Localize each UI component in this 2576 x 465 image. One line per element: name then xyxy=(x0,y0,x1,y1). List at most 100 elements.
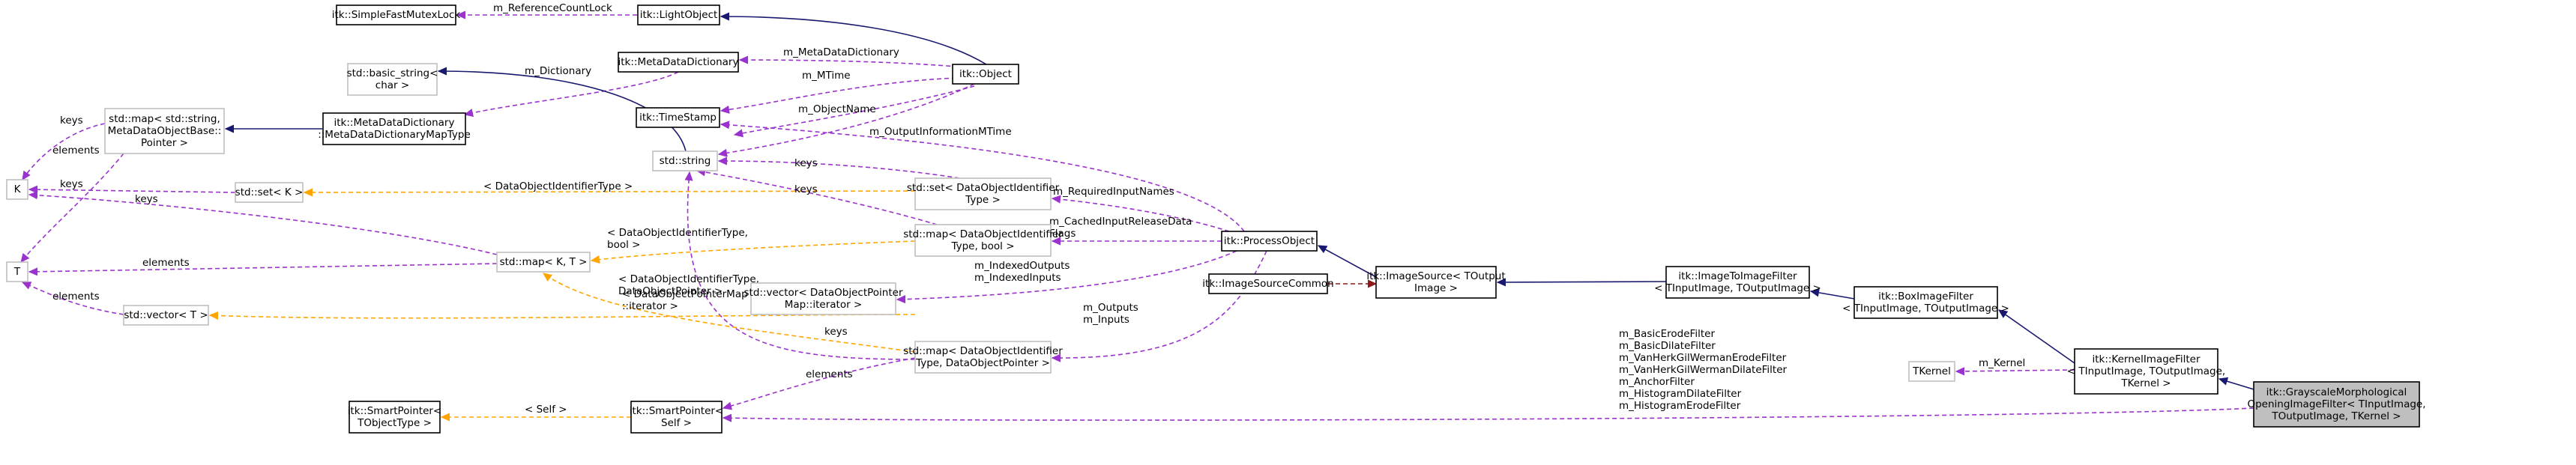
node-label: K xyxy=(14,183,22,195)
node-imagesourcecommon[interactable]: itk::ImageSourceCommon xyxy=(1202,273,1334,294)
node-label-line: itk::MetaDataDictionary xyxy=(618,56,739,68)
node-label-line: Image > xyxy=(1414,282,1458,294)
usage-edge xyxy=(29,195,498,255)
edge-label-line: keys xyxy=(135,193,158,205)
node-label-line: std::basic_string< xyxy=(347,67,438,79)
node-label-line: < TInputImage, TOutputImage > xyxy=(1654,282,1821,294)
edge-label-m-kernel: m_Kernel xyxy=(1979,357,2025,369)
inheritance-edge xyxy=(438,71,687,152)
node-label-line: itk::KernelImageFilter xyxy=(2092,353,2201,365)
node-box xyxy=(2074,348,2218,395)
edge-label-line: m_RequiredInputNames xyxy=(1053,186,1174,198)
node-metadatadictionary[interactable]: itk::MetaDataDictionary xyxy=(618,52,739,73)
edge-label-m-objectname: m_ObjectName xyxy=(798,103,876,115)
node-set-k: std::set< K > xyxy=(235,182,304,203)
node-smartpointer-self[interactable]: itk::SmartPointer<Self > xyxy=(630,401,723,434)
node-label: itk::SimpleFastMutexLock xyxy=(332,9,461,21)
inheritance-edge xyxy=(1318,245,1377,278)
node-label-line: itk::BoxImageFilter xyxy=(1878,291,1973,303)
node-box xyxy=(123,305,209,326)
edge-label-m-requiredinputnames: m_RequiredInputNames xyxy=(1053,186,1174,198)
node-imagetoimagefilter[interactable]: itk::ImageToImageFilter< TInputImage, TO… xyxy=(1654,266,1821,299)
node-k: K xyxy=(6,179,28,200)
node-tkernel: TKernel xyxy=(1908,361,1955,382)
usage-edge xyxy=(21,153,124,262)
node-label-line: std::map< std::string, xyxy=(109,113,220,125)
node-label-line: itk::TimeStamp xyxy=(639,112,717,124)
usage-edge xyxy=(465,71,679,115)
usage-edge xyxy=(721,77,957,111)
node-boximagefilter[interactable]: itk::BoxImageFilter< TInputImage, TOutpu… xyxy=(1842,286,2009,319)
edge-label-line: m_IndexedOutputs xyxy=(974,260,1070,272)
edge-label-line: m_Kernel xyxy=(1979,357,2025,369)
node-label-line: std::set< DataObjectIdentifier xyxy=(907,182,1060,194)
node-mdd-maptype[interactable]: itk::MetaDataDictionary::MetaDataDiction… xyxy=(318,112,471,145)
node-label-line: itk::SmartPointer< xyxy=(630,405,723,417)
edge-label-line: m_VanHerkGilWermanErodeFilter xyxy=(1619,352,1787,364)
node-label: itk::SmartPointer<Self > xyxy=(630,405,723,429)
edge-label-tpl-set-ident: < DataObjectIdentifierType > xyxy=(483,180,633,192)
edge-label-line: m_VanHerkGilWermanDilateFilter xyxy=(1619,364,1788,376)
node-kernelimagefilter[interactable]: itk::KernelImageFilter< TInputImage, TOu… xyxy=(2067,348,2225,395)
node-label-line: Type, bool > xyxy=(950,240,1014,252)
usage-edge xyxy=(735,85,975,135)
edge-label-line: elements xyxy=(142,257,190,269)
node-label-line: < TInputImage, TOutputImage, xyxy=(2067,365,2225,377)
node-simplefastmutexlock[interactable]: itk::SimpleFastMutexLock xyxy=(332,4,461,25)
edge-label-line: keys xyxy=(794,183,818,195)
edge-label-line: m_BasicErodeFilter xyxy=(1619,328,1715,340)
edge-label-line: ::iterator > xyxy=(622,300,678,312)
edge-label-line: keys xyxy=(794,157,818,169)
node-processobject[interactable]: itk::ProcessObject xyxy=(1221,231,1318,252)
node-label-line: TObjectType > xyxy=(357,417,432,429)
node-label-line: std::vector< T > xyxy=(124,309,208,321)
edge-label-line: m_IndexedInputs xyxy=(974,272,1061,284)
node-label-line: TKernel xyxy=(1912,365,1951,377)
node-label: std::set< K > xyxy=(235,186,304,198)
node-label: std::vector< T > xyxy=(124,309,208,321)
usage-edge xyxy=(719,161,960,179)
node-object[interactable]: itk::Object xyxy=(952,64,1019,85)
node-label-line: std::set< K > xyxy=(235,186,304,198)
node-map-string-mdobj: std::map< std::string,MetaDataObjectBase… xyxy=(104,108,225,154)
node-label-line: itk::ImageToImageFilter xyxy=(1678,270,1797,282)
edge-label-line: m_HistogramDilateFilter xyxy=(1619,388,1742,400)
node-label: itk::MetaDataDictionary xyxy=(618,56,739,68)
node-basic-string: std::basic_string<char > xyxy=(347,63,438,96)
usage-edge xyxy=(1956,370,2075,371)
edge-label-line: m_Inputs xyxy=(1083,314,1129,326)
edge-label-m-metadatadictionary: m_MetaDataDictionary xyxy=(783,46,899,58)
node-box xyxy=(652,151,718,171)
node-label-line: T xyxy=(13,266,21,278)
node-label: itk::LightObject xyxy=(640,9,718,21)
template-edge xyxy=(543,273,916,353)
node-label: itk::ProcessObject xyxy=(1224,235,1315,247)
node-box xyxy=(750,282,896,315)
node-label: itk::KernelImageFilter< TInputImage, TOu… xyxy=(2067,353,2225,389)
edge-label-m-mtime: m_MTime xyxy=(802,70,851,82)
node-label: itk::ImageToImageFilter< TInputImage, TO… xyxy=(1654,270,1821,294)
node-label-line: Pointer > xyxy=(141,137,188,149)
node-vector-t: std::vector< T > xyxy=(123,305,209,326)
node-timestamp[interactable]: itk::TimeStamp xyxy=(636,107,720,128)
node-box xyxy=(6,179,28,200)
edge-label-line: bool > xyxy=(607,239,640,251)
node-label: itk::MetaDataDictionary::MetaDataDiction… xyxy=(318,117,471,141)
node-label-line: std::map< K, T > xyxy=(500,256,588,268)
node-label-line: MetaDataObjectBase:: xyxy=(108,125,222,137)
node-smartpointer-t[interactable]: itk::SmartPointer<TObjectType > xyxy=(348,401,441,434)
edge-label-m-referencecountlock: m_ReferenceCountLock xyxy=(493,2,612,14)
node-box xyxy=(2253,381,2420,428)
node-box xyxy=(914,177,1052,210)
node-box xyxy=(630,401,723,434)
edge-label-keys-set-ident: keys xyxy=(794,157,818,169)
node-lightobject[interactable]: itk::LightObject xyxy=(637,4,720,25)
